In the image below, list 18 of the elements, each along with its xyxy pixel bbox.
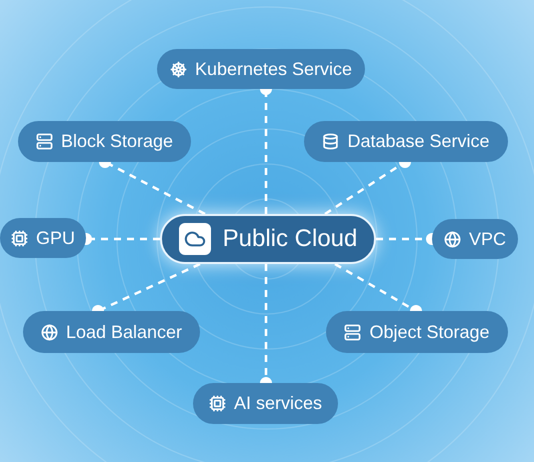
node-label: GPU: [36, 226, 75, 250]
node-label: Database Service: [347, 130, 490, 153]
service-pill: [18, 121, 191, 162]
service-pill: [157, 49, 365, 89]
service-pill: [193, 383, 338, 424]
node-label: Block Storage: [60, 130, 174, 153]
node-label: VPC: [468, 228, 506, 250]
node-label: AI services: [234, 392, 322, 415]
service-pill: [0, 218, 86, 258]
node-label: Public Cloud: [222, 224, 358, 254]
service-pill: [432, 219, 518, 259]
service-pill: [326, 311, 508, 353]
hub-pill: [160, 214, 376, 264]
node-label: Load Balancer: [66, 320, 182, 344]
node-label: Kubernetes Service: [194, 58, 352, 80]
node-label: Object Storage: [369, 320, 490, 344]
service-pill: [304, 121, 508, 162]
service-pill: [23, 311, 200, 353]
